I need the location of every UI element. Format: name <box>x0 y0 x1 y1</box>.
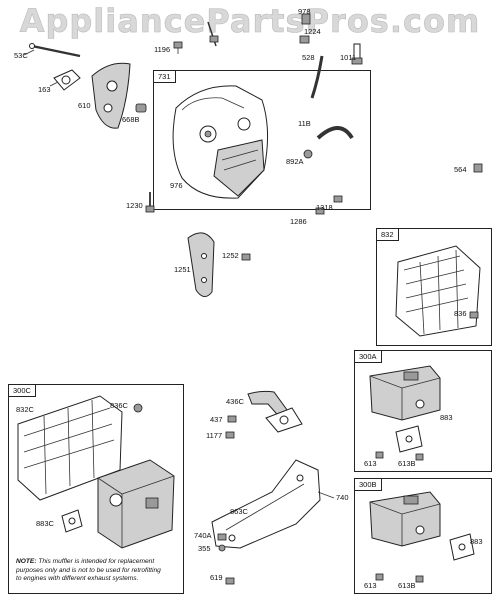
box-300b: 300B <box>354 478 492 594</box>
box-300b-tag: 300B <box>355 479 382 491</box>
label-53c: 53C <box>14 51 28 60</box>
bracket-1251-drawing <box>187 232 215 297</box>
watermark: AppliancePartsPros.com <box>19 2 481 41</box>
replacement-note: NOTE: This muffler is intended for repla… <box>16 558 166 584</box>
deflector-610-drawing <box>91 62 131 129</box>
label-613b-300a: 613B <box>398 459 416 468</box>
gasket-883-300a-drawing <box>395 425 423 453</box>
label-892a: 892A <box>286 157 304 166</box>
screws-613-300a-drawing <box>375 451 424 461</box>
label-976: 976 <box>170 181 183 190</box>
clip-1318-drawing <box>333 195 343 203</box>
label-836: 836 <box>454 309 467 318</box>
label-613-300a: 613 <box>364 459 377 468</box>
screws-613-300b-drawing <box>375 573 424 583</box>
label-11b: 11B <box>298 119 311 128</box>
blower-housing-731-drawing <box>172 85 269 199</box>
gasket-883-300b-drawing <box>449 533 475 561</box>
nut-1177-drawing <box>225 431 235 439</box>
box-731: 731 <box>153 70 371 210</box>
screw-836c-drawing <box>133 403 143 413</box>
label-1252: 1252 <box>222 251 239 260</box>
box-300a: 300A <box>354 350 492 472</box>
label-1196: 1196 <box>154 45 171 54</box>
label-613-300b: 613 <box>364 581 377 590</box>
nut-437-drawing <box>227 415 237 423</box>
label-610: 610 <box>78 101 91 110</box>
label-1177: 1177 <box>206 431 223 440</box>
washer-355-drawing <box>218 544 226 552</box>
screw-836-drawing <box>469 311 479 319</box>
label-619: 619 <box>210 573 223 582</box>
nut-668b-drawing <box>135 103 147 113</box>
label-1251: 1251 <box>174 265 191 274</box>
label-978: 978 <box>298 7 311 16</box>
box-300a-tag: 300A <box>355 351 382 363</box>
label-528: 528 <box>302 53 315 62</box>
label-1011: 1011 <box>340 53 357 62</box>
label-832c: 832C <box>16 405 34 414</box>
label-1318: 1318 <box>316 203 333 212</box>
box-300c: 300C <box>8 384 184 594</box>
label-1224: 1224 <box>304 27 321 36</box>
label-355: 355 <box>198 544 211 553</box>
muffler-300a-drawing <box>369 365 441 421</box>
hose-11b-drawing <box>316 126 354 140</box>
elbow-436c-drawing <box>247 390 303 433</box>
bolt-1230-drawing <box>145 192 155 213</box>
label-163: 163 <box>38 85 51 94</box>
box-832: 832 <box>376 228 492 346</box>
label-436c: 436C <box>226 397 244 406</box>
gasket-883c-drawing <box>61 509 83 533</box>
fitting-1224-drawing <box>299 13 311 44</box>
heat-shield-863c-drawing <box>211 459 321 549</box>
label-564: 564 <box>454 165 467 174</box>
muffler-300c-drawing <box>97 459 175 549</box>
label-836c: 836C <box>110 401 128 410</box>
screw-1252-drawing <box>241 253 251 261</box>
screw-619-drawing <box>225 577 235 585</box>
plug-1011-drawing <box>351 43 363 65</box>
label-740: 740 <box>336 493 349 502</box>
note-title: NOTE: <box>16 558 37 565</box>
label-883-300a: 883 <box>440 413 453 422</box>
muffler-guard-832c-drawing <box>17 395 123 501</box>
screw-1196-drawing <box>173 41 183 54</box>
grommet-892a-drawing <box>303 149 313 159</box>
gasket-163-drawing <box>49 69 81 91</box>
label-437: 437 <box>210 415 223 424</box>
label-740a: 740A <box>194 531 212 540</box>
box-731-tag: 731 <box>154 71 176 83</box>
muffler-guard-832-drawing <box>395 245 481 337</box>
box-300c-tag: 300C <box>9 385 36 397</box>
dipstick-tube-drawing <box>23 43 81 58</box>
label-863c: 863C <box>230 507 248 516</box>
linkage-978-drawing <box>207 21 219 47</box>
label-668b: 668B <box>122 115 140 124</box>
box-832-tag: 832 <box>377 229 399 241</box>
screw-740a-drawing <box>217 533 227 541</box>
leader-740-line <box>317 491 335 499</box>
screw-1286-drawing <box>315 207 325 215</box>
note-text: This muffler is intended for replacement… <box>16 558 161 583</box>
screw-564-drawing <box>473 163 483 173</box>
label-1286: 1286 <box>290 217 307 226</box>
label-1230: 1230 <box>126 201 143 210</box>
hose-528-drawing <box>310 55 324 99</box>
muffler-300b-drawing <box>369 491 441 547</box>
label-883c: 883C <box>36 519 54 528</box>
label-883-300b: 883 <box>470 537 483 546</box>
label-613b-300b: 613B <box>398 581 416 590</box>
